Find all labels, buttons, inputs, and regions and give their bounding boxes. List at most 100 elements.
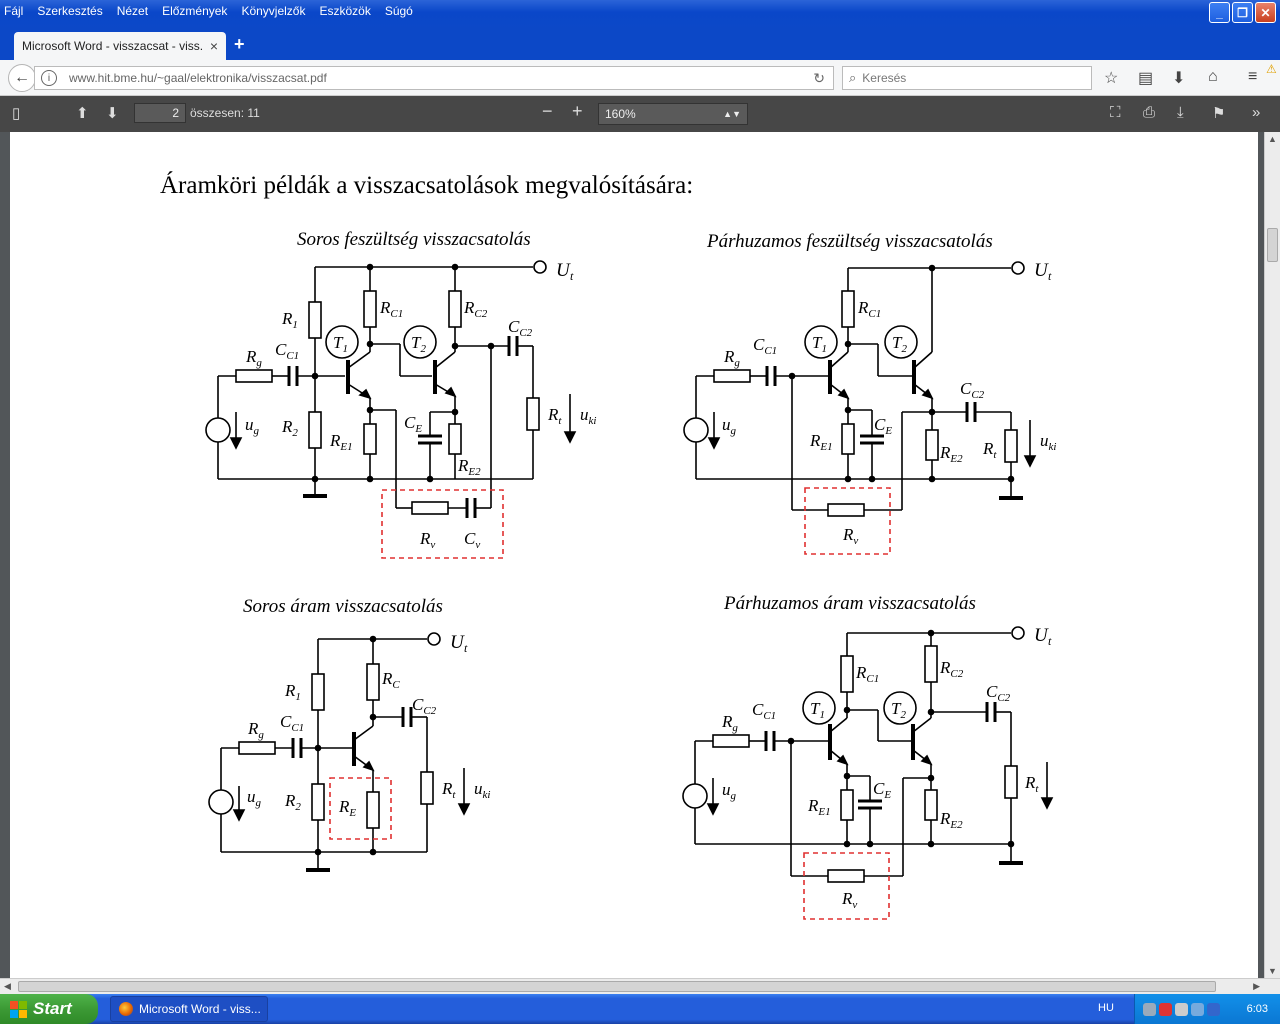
menu-help[interactable]: Súgó [384, 4, 413, 18]
restore-button[interactable]: ❐ [1232, 2, 1253, 23]
start-label: Start [33, 999, 72, 1018]
svg-text:CC2: CC2 [412, 695, 437, 717]
svg-text:CC1: CC1 [752, 700, 776, 722]
address-bar[interactable]: i www.hit.bme.hu/~gaal/elektronika/vissz… [34, 66, 834, 90]
bookmark-star-icon[interactable]: ☆ [1104, 70, 1119, 87]
system-tray: 6:03 [1134, 994, 1280, 1024]
svg-text:uki: uki [1040, 431, 1056, 453]
tray-tool-icon[interactable] [1143, 1002, 1156, 1016]
svg-text:RC2: RC2 [939, 658, 964, 680]
bookmark-icon[interactable]: ⚑ [1212, 105, 1226, 122]
taskbar-item-firefox[interactable]: Microsoft Word - viss... [110, 996, 268, 1022]
reload-icon[interactable]: ↻ [813, 69, 825, 86]
page-count: összesen: 11 [190, 106, 260, 120]
tray-shield-icon[interactable] [1159, 1002, 1172, 1016]
menu-file[interactable]: Fájl [4, 4, 24, 18]
svg-text:CC2: CC2 [508, 317, 533, 339]
svg-text:RC: RC [381, 669, 400, 691]
svg-text:RC2: RC2 [463, 298, 488, 320]
zoom-out-button[interactable]: − [542, 101, 553, 121]
hamburger-menu-icon[interactable]: ≡ [1248, 68, 1258, 85]
home-icon[interactable]: ⌂ [1208, 68, 1218, 85]
svg-text:RE1: RE1 [329, 431, 353, 453]
next-page-icon[interactable]: ⬇ [106, 105, 119, 122]
pdf-toolbar: ▯ ⬆ ⬇ 2 összesen: 11 − + 160% ▲▼ ⛶ ⎙ ⤓ ⚑… [0, 96, 1280, 132]
search-placeholder: Keresés [862, 71, 907, 85]
svg-text:uki: uki [580, 405, 596, 427]
svg-text:RE2: RE2 [457, 456, 481, 478]
vertical-scrollbar[interactable]: ▲ ▼ [1264, 132, 1280, 978]
start-button[interactable]: Start [0, 994, 98, 1024]
back-arrow-icon: ← [14, 69, 30, 86]
zoom-value: 160% [605, 107, 636, 121]
svg-text:ug: ug [722, 780, 737, 802]
diagram-parallel-current: Párhuzamos áram visszacsatolás U t Rg CC… [682, 593, 1054, 920]
svg-text:Rt: Rt [441, 779, 456, 801]
svg-text:CC2: CC2 [986, 682, 1011, 704]
scroll-right-icon[interactable]: ▶ [1253, 981, 1260, 991]
back-button[interactable]: ← [8, 64, 36, 92]
scroll-up-icon[interactable]: ▲ [1268, 134, 1277, 144]
search-input[interactable]: ⌕ Keresés [842, 66, 1092, 90]
language-indicator[interactable]: HU [1098, 1002, 1114, 1014]
zoom-select[interactable]: 160% ▲▼ [598, 103, 748, 125]
page-number-input[interactable]: 2 [134, 103, 186, 123]
navigation-bar: ← i www.hit.bme.hu/~gaal/elektronika/vis… [0, 60, 1280, 96]
tools-chevron-icon[interactable]: » [1252, 104, 1261, 121]
svg-text:Rt: Rt [547, 405, 562, 427]
vertical-scroll-thumb[interactable] [1267, 228, 1278, 262]
svg-text:RE: RE [338, 797, 356, 819]
svg-text:t: t [1048, 634, 1052, 648]
close-window-button[interactable]: ✕ [1255, 2, 1276, 23]
browser-tab[interactable]: Microsoft Word - visszacsat - viss... × [14, 32, 226, 60]
pdf-viewport[interactable]: Áramköri példák a visszacsatolások megva… [0, 132, 1264, 978]
menu-view[interactable]: Nézet [116, 4, 149, 18]
taskbar-item-label: Microsoft Word - viss... [139, 1002, 261, 1016]
svg-text:t: t [1048, 269, 1052, 283]
print-icon[interactable]: ⎙ [1143, 104, 1156, 121]
menu-history[interactable]: Előzmények [162, 4, 228, 18]
svg-text:CC1: CC1 [275, 340, 299, 362]
svg-text:RC1: RC1 [855, 663, 879, 685]
tab-close-button[interactable]: × [209, 38, 218, 54]
new-tab-button[interactable]: + [234, 34, 245, 54]
svg-text:Rt: Rt [982, 439, 997, 461]
horizontal-scrollbar[interactable]: ◀ ▶ [0, 978, 1280, 994]
svg-text:Rv: Rv [419, 529, 435, 551]
svg-text:R2: R2 [284, 791, 301, 813]
pdf-page: Áramköri példák a visszacsatolások megva… [10, 132, 1258, 978]
svg-text:CE: CE [874, 415, 892, 437]
menu-bookmarks[interactable]: Könyvjelzők [241, 4, 306, 18]
circuit-figure: Áramköri példák a visszacsatolások megva… [160, 171, 1056, 920]
tab-strip: Microsoft Word - visszacsat - viss... × … [0, 30, 1280, 60]
zoom-in-button[interactable]: + [572, 101, 583, 121]
reading-list-icon[interactable]: ▤ [1138, 70, 1154, 87]
previous-page-icon[interactable]: ⬆ [76, 105, 89, 122]
downloads-icon[interactable]: ⬇ [1172, 70, 1186, 87]
info-icon[interactable]: i [41, 70, 57, 86]
svg-text:U: U [1034, 260, 1049, 281]
diagram-title: Soros feszültség visszacsatolás [297, 229, 531, 250]
horizontal-scroll-thumb[interactable] [18, 981, 1216, 992]
save-icon[interactable]: ⤓ [1177, 104, 1184, 121]
svg-text:CE: CE [873, 779, 891, 801]
presentation-mode-icon[interactable]: ⛶ [1110, 104, 1121, 121]
volume-icon[interactable] [1175, 1002, 1188, 1016]
feedback-network-box [803, 852, 890, 920]
scroll-left-icon[interactable]: ◀ [4, 981, 11, 991]
scroll-down-icon[interactable]: ▼ [1268, 966, 1277, 976]
url-text: www.hit.bme.hu/~gaal/elektronika/visszac… [69, 71, 327, 85]
svg-text:Rv: Rv [841, 889, 857, 911]
diagram-title: Soros áram visszacsatolás [243, 596, 443, 617]
menu-tools[interactable]: Eszközök [319, 4, 371, 18]
svg-text:U: U [556, 260, 571, 281]
sidebar-toggle-icon[interactable]: ▯ [12, 105, 21, 122]
network-icon[interactable] [1191, 1002, 1204, 1016]
svg-text:CC2: CC2 [960, 379, 985, 401]
tab-title: Microsoft Word - visszacsat - viss... [22, 39, 204, 53]
feedback-network-box [381, 489, 504, 559]
minimize-button[interactable]: _ [1209, 2, 1230, 23]
svg-text:Rg: Rg [723, 347, 740, 369]
menu-edit[interactable]: Szerkesztés [37, 4, 103, 18]
bluetooth-icon[interactable] [1207, 1002, 1220, 1016]
